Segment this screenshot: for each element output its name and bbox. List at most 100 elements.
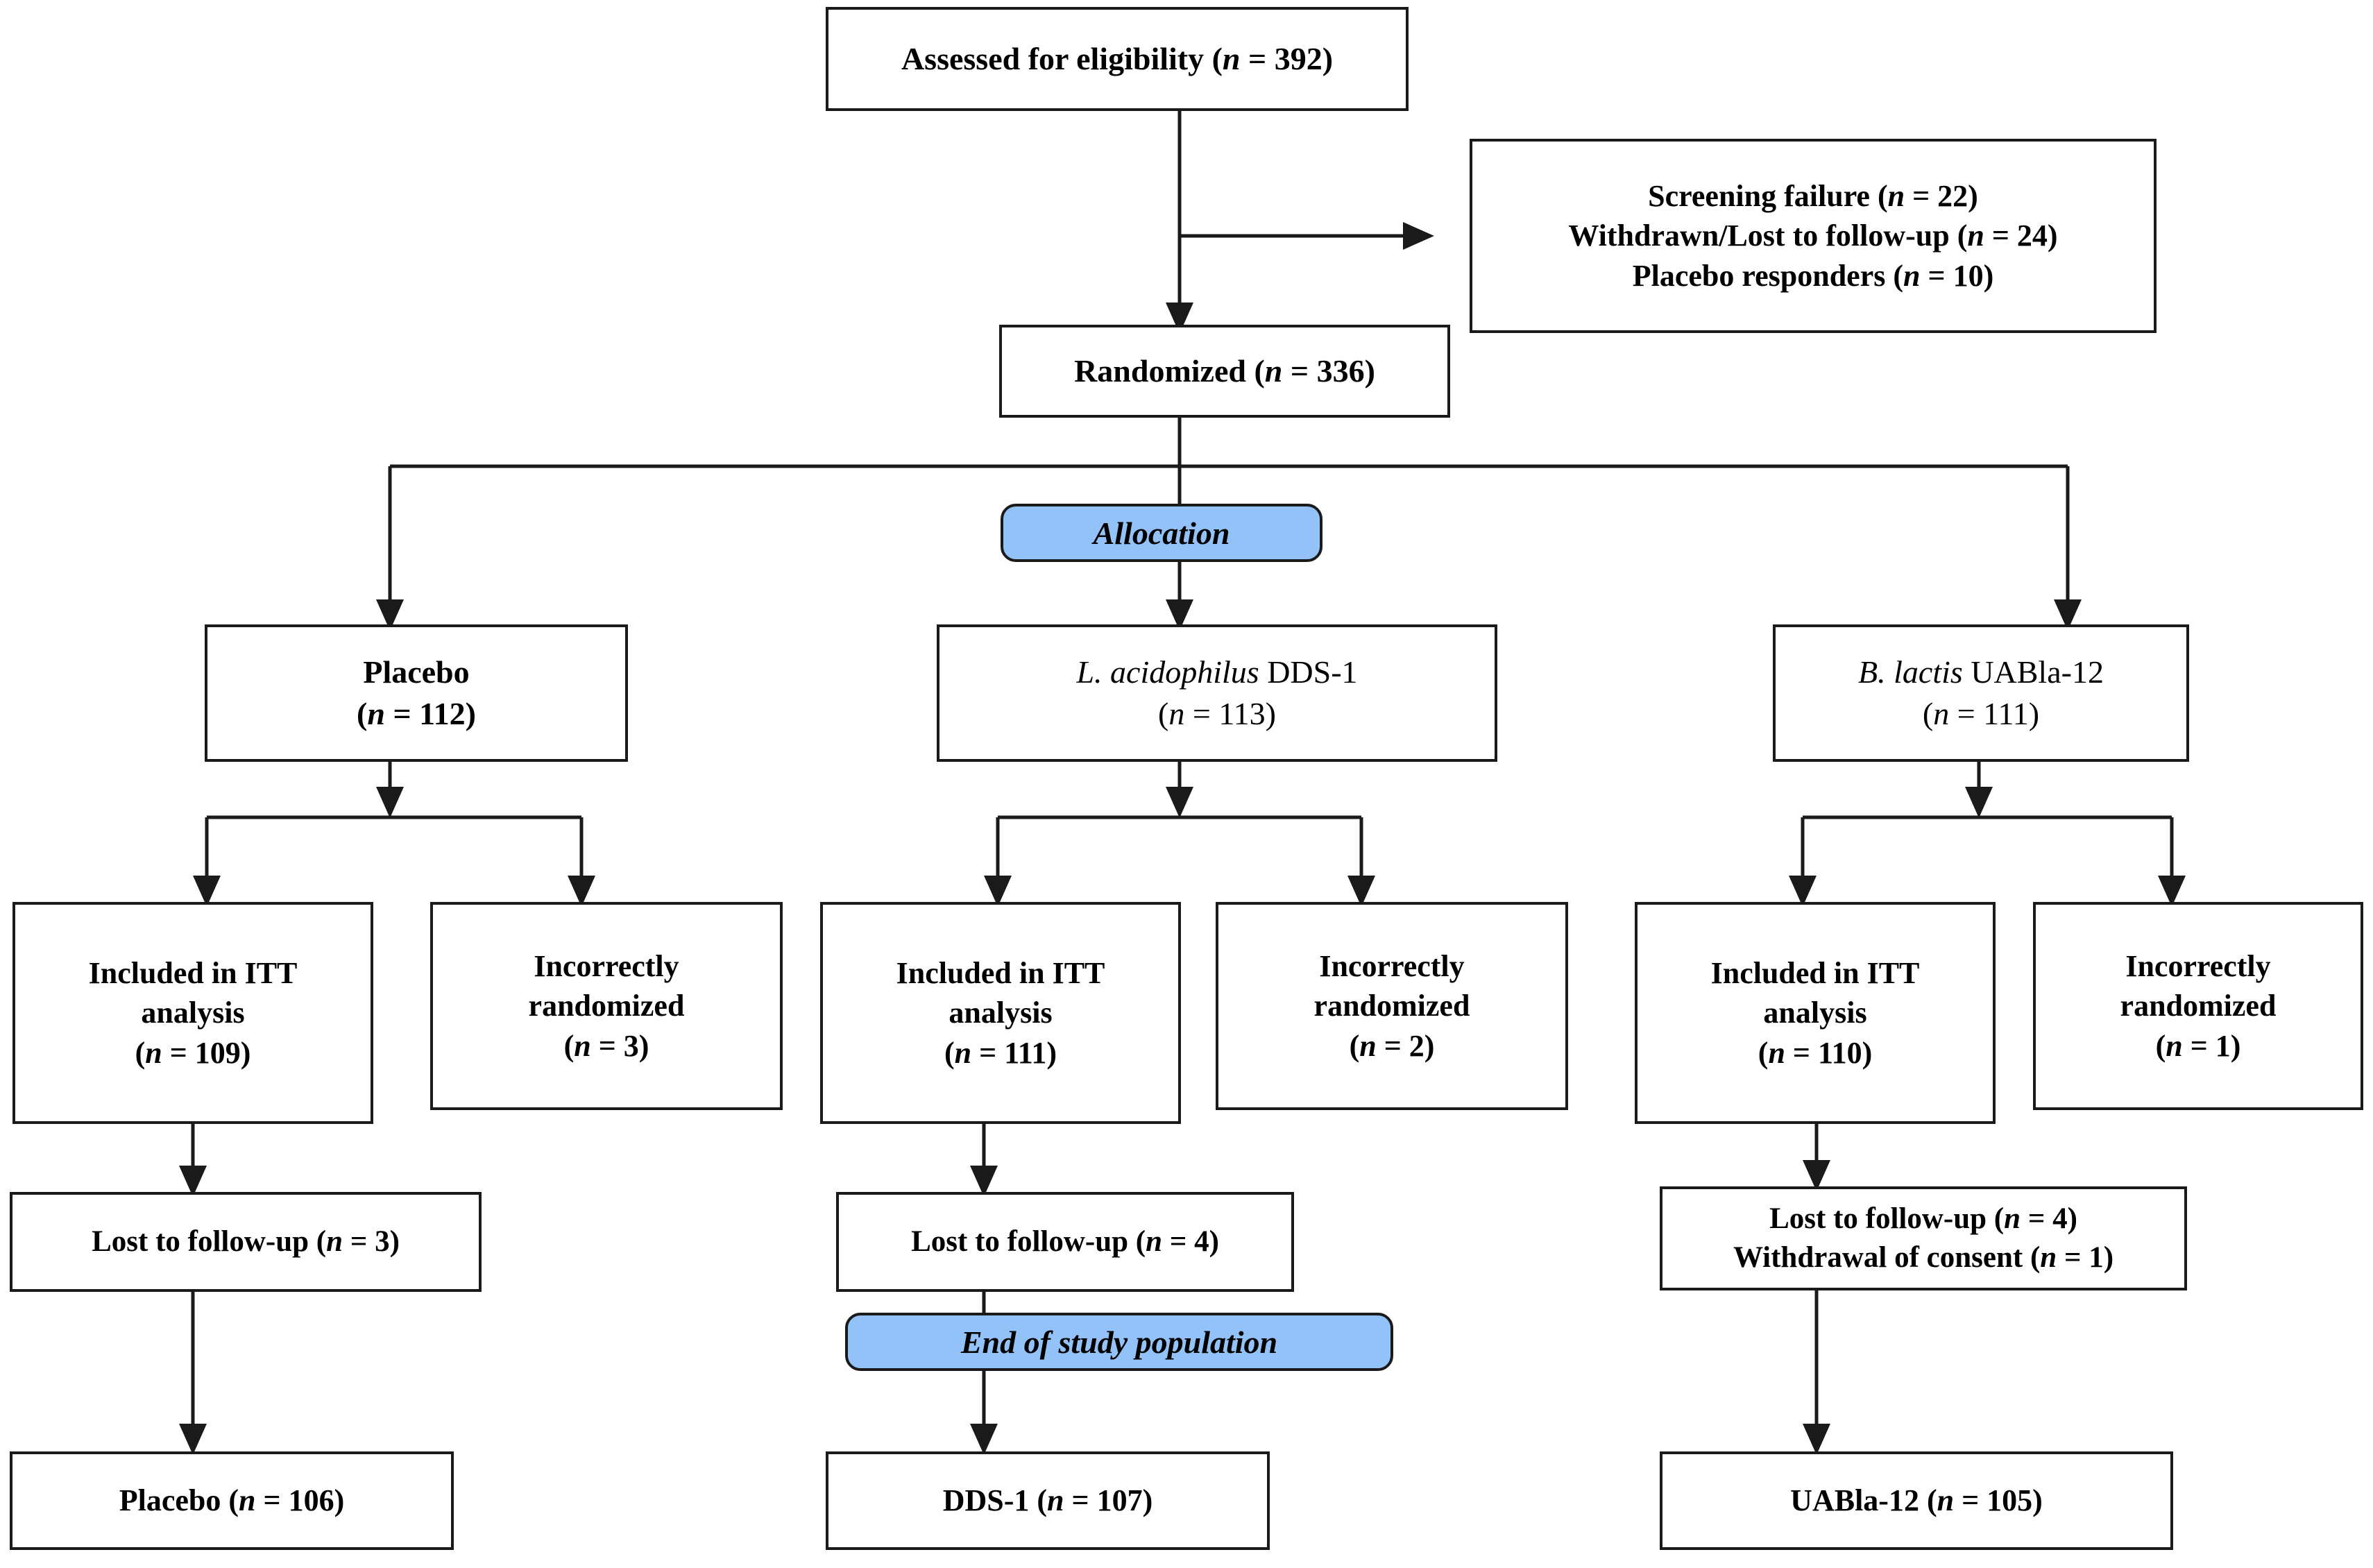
n-symbol: n <box>1047 1483 1064 1518</box>
lost-placebo-pre: Lost to follow-up ( <box>92 1225 327 1259</box>
n-symbol: n <box>239 1483 256 1518</box>
n-symbol: n <box>1933 696 1950 731</box>
n-symbol: n <box>2040 1241 2057 1274</box>
randomized-text-pre: Randomized ( <box>1074 353 1265 389</box>
exclusion-line-3-post: = 10) <box>1920 258 1994 293</box>
node-assessed-for-eligibility: Assessed for eligibility (n = 392) <box>826 7 1409 111</box>
incorrect-dds1-n-pre: ( <box>1349 1028 1360 1063</box>
incorrect-placebo-n-post: = 3) <box>590 1028 649 1063</box>
lost-uabla-line-1-post: = 4) <box>2021 1202 2077 1236</box>
n-symbol: n <box>1359 1028 1377 1063</box>
itt-placebo-n-pre: ( <box>135 1035 146 1070</box>
assessed-text-post: = 392) <box>1240 41 1334 77</box>
group-placebo-name: Placebo <box>363 654 470 690</box>
group-dds1-n-pre: ( <box>1158 696 1169 731</box>
group-uabla-n-pre: ( <box>1922 696 1934 731</box>
final-placebo-pre: Placebo ( <box>119 1483 239 1518</box>
node-lost-uabla: Lost to follow-up (n = 4) Withdrawal of … <box>1660 1186 2187 1290</box>
group-dds1-n-post: = 113) <box>1184 696 1276 731</box>
itt-uabla-line-2: analysis <box>1763 996 1867 1030</box>
incorrect-placebo-line-1: Incorrectly <box>534 949 679 984</box>
final-dds1-pre: DDS-1 ( <box>942 1483 1048 1518</box>
node-incorrect-dds1: Incorrectly randomized (n = 2) <box>1216 902 1568 1110</box>
node-group-placebo: Placebo (n = 112) <box>205 624 628 762</box>
node-itt-dds1: Included in ITT analysis (n = 111) <box>820 902 1181 1124</box>
node-lost-dds1: Lost to follow-up (n = 4) <box>836 1192 1294 1292</box>
incorrect-placebo-line-2: randomized <box>528 989 685 1023</box>
lost-placebo-post: = 3) <box>343 1225 400 1259</box>
incorrect-dds1-line-2: randomized <box>1313 989 1470 1023</box>
group-dds1-species: L. acidophilus <box>1076 654 1259 690</box>
incorrect-uabla-line-2: randomized <box>2120 989 2277 1023</box>
itt-dds1-line-2: analysis <box>949 996 1053 1030</box>
node-group-dds1: L. acidophilus DDS-1 (n = 113) <box>937 624 1497 762</box>
n-symbol: n <box>1903 258 1921 293</box>
node-itt-uabla: Included in ITT analysis (n = 110) <box>1635 902 1996 1124</box>
n-symbol: n <box>145 1035 162 1070</box>
banner-end-of-study-label: End of study population <box>960 1324 1278 1360</box>
incorrect-uabla-n-post: = 1) <box>2182 1028 2241 1063</box>
node-itt-placebo: Included in ITT analysis (n = 109) <box>12 902 373 1124</box>
assessed-text-pre: Assessed for eligibility ( <box>901 41 1223 77</box>
n-symbol: n <box>1222 41 1241 77</box>
lost-dds1-pre: Lost to follow-up ( <box>911 1225 1146 1259</box>
group-placebo-n-pre: ( <box>357 696 368 731</box>
exclusion-line-2-post: = 24) <box>1984 219 2058 253</box>
group-uabla-strain: UABla-12 <box>1962 654 2104 690</box>
group-uabla-species: B. lactis <box>1858 654 1963 690</box>
group-uabla-n-post: = 111) <box>1949 696 2040 731</box>
lost-uabla-line-2-post: = 1) <box>2057 1241 2114 1274</box>
node-lost-placebo: Lost to follow-up (n = 3) <box>10 1192 482 1292</box>
n-symbol: n <box>2004 1202 2021 1236</box>
n-symbol: n <box>574 1028 591 1063</box>
node-incorrect-uabla: Incorrectly randomized (n = 1) <box>2033 902 2363 1110</box>
itt-dds1-n-pre: ( <box>944 1035 955 1070</box>
lost-dds1-post: = 4) <box>1162 1225 1219 1259</box>
final-uabla-post: = 105) <box>1954 1483 2043 1518</box>
incorrect-dds1-line-1: Incorrectly <box>1319 949 1465 984</box>
node-final-placebo: Placebo (n = 106) <box>10 1451 454 1550</box>
itt-uabla-n-post: = 110) <box>1785 1035 1873 1070</box>
group-dds1-strain: DDS-1 <box>1259 654 1358 690</box>
n-symbol: n <box>1937 1483 1955 1518</box>
itt-uabla-line-1: Included in ITT <box>1710 956 1920 991</box>
randomized-text-post: = 336) <box>1282 353 1375 389</box>
itt-dds1-line-1: Included in ITT <box>896 956 1105 991</box>
n-symbol: n <box>367 696 385 731</box>
itt-placebo-line-2: analysis <box>141 996 245 1030</box>
banner-end-of-study-population: End of study population <box>845 1313 1393 1371</box>
n-symbol: n <box>2166 1028 2183 1063</box>
node-final-dds1: DDS-1 (n = 107) <box>826 1451 1270 1550</box>
banner-allocation-label: Allocation <box>1093 515 1230 551</box>
lost-uabla-line-1-pre: Lost to follow-up ( <box>1769 1202 2005 1236</box>
n-symbol: n <box>326 1225 343 1259</box>
itt-placebo-line-1: Included in ITT <box>88 956 298 991</box>
node-randomized: Randomized (n = 336) <box>999 325 1450 418</box>
exclusion-line-1-post: = 22) <box>1905 179 1978 214</box>
node-final-uabla: UABla-12 (n = 105) <box>1660 1451 2173 1550</box>
n-symbol: n <box>1887 179 1905 214</box>
node-exclusions: Screening failure (n = 22) Withdrawn/Los… <box>1470 139 2157 333</box>
final-uabla-pre: UABla-12 ( <box>1790 1483 1937 1518</box>
itt-dds1-n-post: = 111) <box>971 1035 1057 1070</box>
n-symbol: n <box>1768 1035 1785 1070</box>
lost-uabla-line-2-pre: Withdrawal of consent ( <box>1733 1241 2041 1274</box>
n-symbol: n <box>1168 696 1185 731</box>
n-symbol: n <box>1264 353 1283 389</box>
n-symbol: n <box>954 1035 972 1070</box>
exclusion-line-2-pre: Withdrawn/Lost to follow-up ( <box>1568 219 1968 253</box>
node-incorrect-placebo: Incorrectly randomized (n = 3) <box>430 902 783 1110</box>
itt-placebo-n-post: = 109) <box>162 1035 251 1070</box>
itt-uabla-n-pre: ( <box>1758 1035 1769 1070</box>
incorrect-placebo-n-pre: ( <box>563 1028 575 1063</box>
incorrect-uabla-n-pre: ( <box>2155 1028 2166 1063</box>
n-symbol: n <box>1146 1225 1163 1259</box>
n-symbol: n <box>1967 219 1984 253</box>
exclusion-line-3-pre: Placebo responders ( <box>1632 258 1904 293</box>
banner-allocation: Allocation <box>1001 504 1322 562</box>
incorrect-dds1-n-post: = 2) <box>1376 1028 1435 1063</box>
node-group-uabla: B. lactis UABla-12 (n = 111) <box>1773 624 2189 762</box>
incorrect-uabla-line-1: Incorrectly <box>2125 949 2271 984</box>
final-placebo-post: = 106) <box>255 1483 345 1518</box>
